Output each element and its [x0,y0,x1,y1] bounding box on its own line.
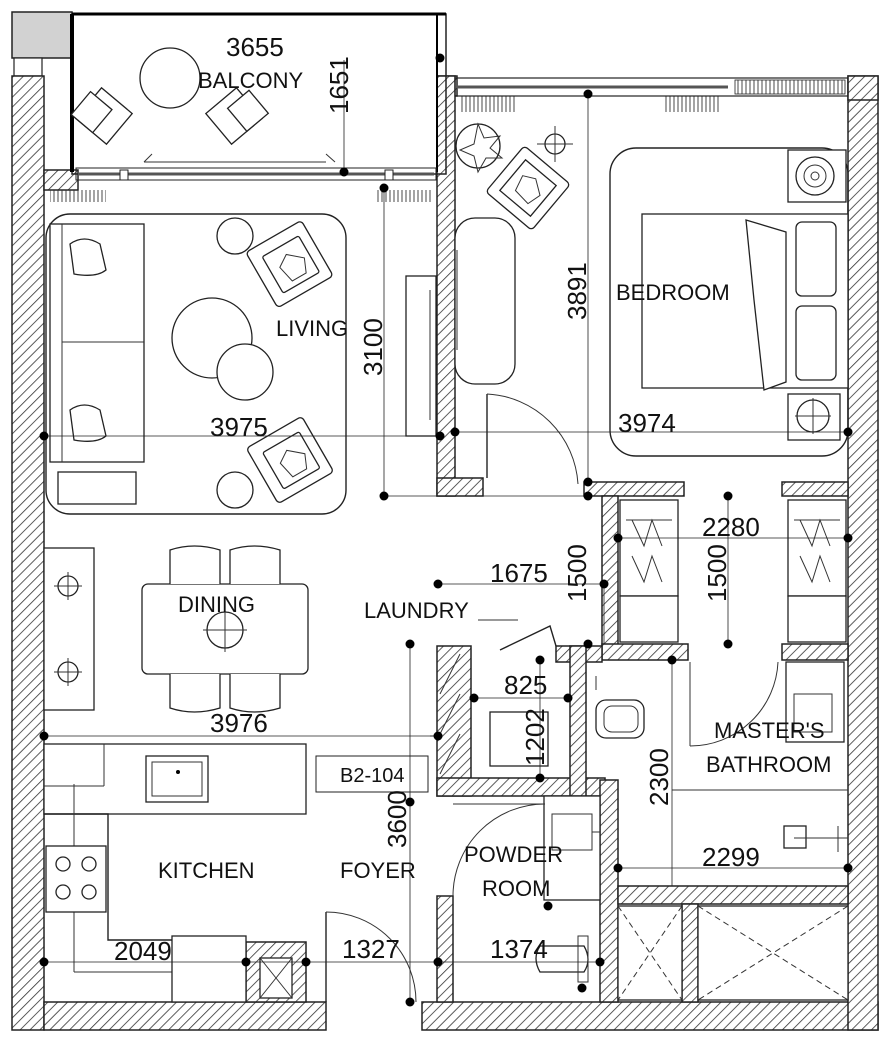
masters-bathroom-label-line1: MASTER'S [714,718,825,743]
dim-wardrobe-depth-left: 1500 [562,544,592,602]
laundry-label: LAUNDRY [364,598,469,623]
dim-wardrobe-width: 2280 [702,512,760,542]
bedroom-window [454,77,849,97]
dim-balcony-depth: 1651 [324,56,354,114]
dim-bath-width: 2299 [702,842,760,872]
wardrobes [619,499,847,643]
living-area [45,213,437,515]
room-labels: BALCONY LIVING BEDROOM DINING LAUNDRY MA… [158,68,831,901]
dim-bedroom-depth: 3891 [562,262,592,320]
kitchen-area [43,743,307,1003]
masters-bathroom-label-line2: BATHROOM [706,752,831,777]
balcony-chair-left [70,86,134,146]
dim-laundry-inner-width: 825 [504,670,547,700]
kitchen-label: KITCHEN [158,858,255,883]
dim-bedroom-width: 3974 [618,408,676,438]
dimension-labels: 3655 1651 3100 3975 3891 3974 2280 1500 … [114,32,760,966]
curtains [50,96,720,202]
powder-room-area [452,795,601,983]
master-bathroom-area [595,661,848,852]
dim-laundry-depth: 1202 [520,708,550,766]
bedroom-area [454,122,849,485]
powder-room-label-line1: POWDER [464,842,563,867]
living-label: LIVING [276,316,348,341]
balcony-label: BALCONY [198,68,303,93]
dim-laundry-width: 1675 [490,558,548,588]
laundry-area [430,619,557,775]
dim-balcony-width: 3655 [226,32,284,62]
foyer-label: FOYER [340,858,416,883]
dimension-markers [39,53,853,1007]
entry-door [315,755,429,1003]
shower-panels [617,905,849,1001]
dim-wardrobe-depth-right: 1500 [702,544,732,602]
dim-bath-depth: 2300 [644,748,674,806]
balcony-chair-right [204,86,270,146]
dim-living-depth: 3100 [358,318,388,376]
dim-powder-width: 1374 [490,934,548,964]
dining-label: DINING [178,592,255,617]
powder-room-label-line2: ROOM [482,876,550,901]
dim-foyer-depth: 3600 [382,790,412,848]
walls [11,11,879,1031]
unit-code-label: B2-104 [340,765,405,787]
balcony-area [70,12,447,181]
dimension-lines [44,60,848,1002]
dim-dining-width: 3976 [210,708,268,738]
dim-living-width: 3975 [210,412,268,442]
dim-kitchen-width: 2049 [114,936,172,966]
dim-foyer-width: 1327 [342,934,400,964]
dining-area [43,545,309,713]
bedroom-label: BEDROOM [616,280,730,305]
